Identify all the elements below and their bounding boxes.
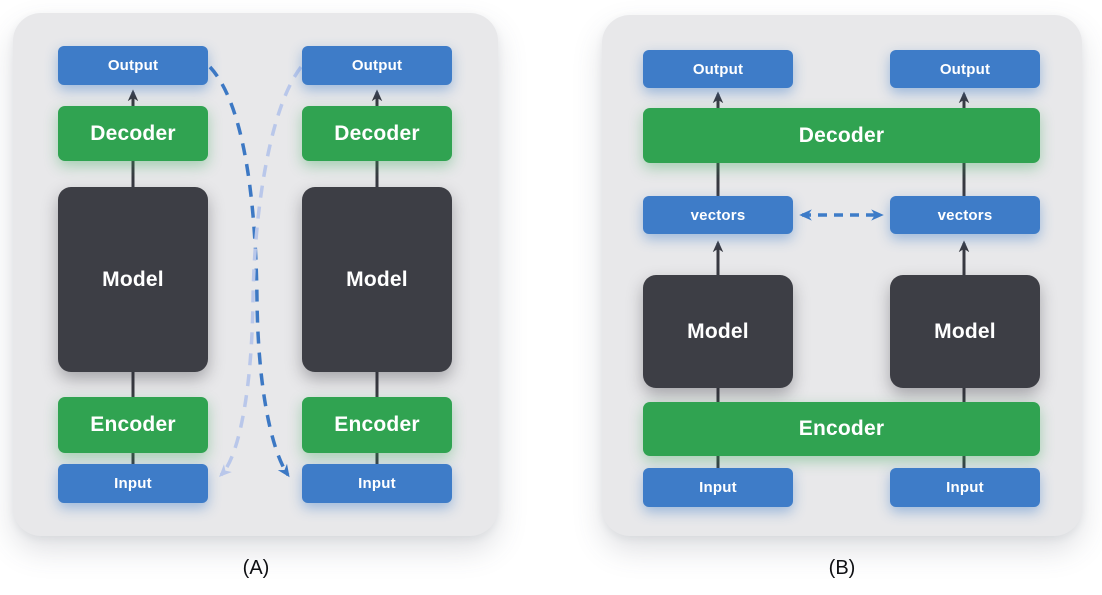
encoder-box-a-left: Encoder bbox=[58, 397, 208, 453]
input-box-a-right: Input bbox=[302, 464, 452, 503]
vectors-box-b-right: vectors bbox=[890, 196, 1040, 234]
panel-a-caption: (A) bbox=[242, 557, 270, 579]
model-box-b-right: Model bbox=[890, 275, 1040, 388]
decoder-bar-b: Decoder bbox=[643, 108, 1040, 163]
model-box-b-left: Model bbox=[643, 275, 793, 388]
decoder-box-a-left: Decoder bbox=[58, 106, 208, 161]
input-box-a-left: Input bbox=[58, 464, 208, 503]
encoder-box-a-right: Encoder bbox=[302, 397, 452, 453]
model-box-a-right: Model bbox=[302, 187, 452, 372]
output-box-b-left: Output bbox=[643, 50, 793, 88]
input-box-b-right: Input bbox=[890, 468, 1040, 507]
encoder-bar-b: Encoder bbox=[643, 402, 1040, 456]
output-box-b-right: Output bbox=[890, 50, 1040, 88]
panel-b-caption: (B) bbox=[828, 557, 856, 579]
output-box-a-left: Output bbox=[58, 46, 208, 85]
decoder-box-a-right: Decoder bbox=[302, 106, 452, 161]
output-box-a-right: Output bbox=[302, 46, 452, 85]
input-box-b-left: Input bbox=[643, 468, 793, 507]
model-box-a-left: Model bbox=[58, 187, 208, 372]
vectors-box-b-left: vectors bbox=[643, 196, 793, 234]
